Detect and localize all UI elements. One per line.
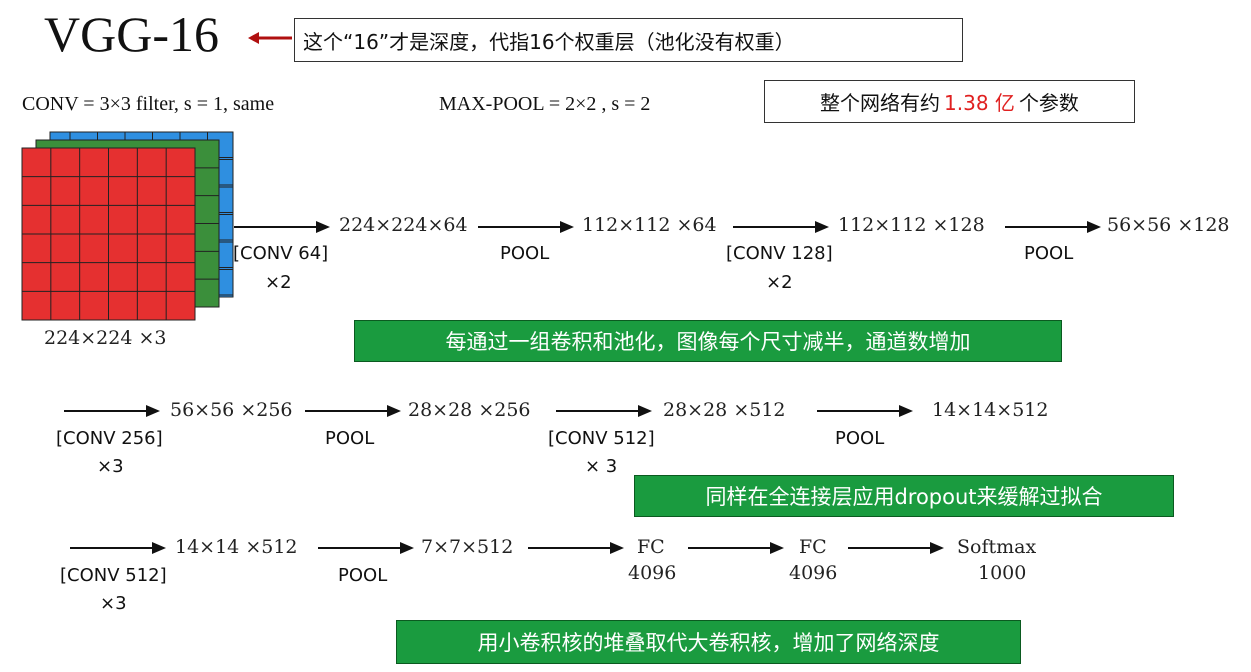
rep-conv512-a: × 3	[585, 456, 618, 477]
fc2-label: FC	[799, 536, 827, 558]
arrow-conv128	[733, 221, 829, 233]
rep-conv256: ×3	[97, 456, 124, 477]
diagram-title: VGG-16	[44, 6, 219, 62]
arrow-pool-3	[305, 405, 401, 417]
op-pool-5: POOL	[338, 565, 388, 586]
dim-56x56x256: 56×56 ×256	[170, 399, 293, 421]
op-conv128: [CONV 128]	[726, 243, 833, 264]
softmax-units: 1000	[978, 562, 1027, 584]
title-pointer-arrow	[248, 32, 292, 44]
rep-conv512-b: ×3	[100, 593, 127, 614]
dim-14x14x512-b: 14×14 ×512	[175, 536, 298, 558]
callout-halving: 每通过一组卷积和池化，图像每个尺寸减半，通道数增加	[354, 320, 1062, 362]
depth-note: 这个“16”才是深度，代指16个权重层（池化没有权重）	[294, 18, 963, 62]
rep-conv64: ×2	[265, 272, 292, 293]
params-value: 1.38 亿	[944, 91, 1015, 115]
dim-28x28x256: 28×28 ×256	[408, 399, 531, 421]
dim-56x56x128: 56×56 ×128	[1107, 214, 1230, 236]
dim-7x7x512: 7×7×512	[421, 536, 514, 558]
op-pool-3: POOL	[325, 428, 375, 449]
op-pool-4: POOL	[835, 428, 885, 449]
arrow-pool-4	[817, 405, 913, 417]
op-conv256: [CONV 256]	[56, 428, 163, 449]
input-image-stack	[21, 131, 234, 321]
callout-small-kernels: 用小卷积核的堆叠取代大卷积核，增加了网络深度	[396, 620, 1021, 664]
arrow-conv256	[64, 405, 160, 417]
rep-conv128: ×2	[766, 272, 793, 293]
callout-dropout: 同样在全连接层应用dropout来缓解过拟合	[634, 475, 1174, 517]
conv-legend: CONV = 3×3 filter, s = 1, same	[22, 93, 275, 115]
op-conv512-b: [CONV 512]	[60, 565, 167, 586]
op-pool-2: POOL	[1024, 243, 1074, 264]
fc2-units: 4096	[789, 562, 838, 584]
dim-14x14x512: 14×14×512	[932, 399, 1049, 421]
dim-224x224x64: 224×224×64	[339, 214, 468, 236]
red-channel	[21, 147, 196, 321]
input-dims: 224×224 ×3	[44, 327, 167, 349]
op-conv512-a: [CONV 512]	[548, 428, 655, 449]
dim-28x28x512: 28×28 ×512	[663, 399, 786, 421]
arrow-conv64	[234, 221, 330, 233]
params-note: 整个网络有约 1.38 亿 个参数	[764, 80, 1135, 123]
arrow-pool-2	[1005, 221, 1101, 233]
arrow-to-softmax	[848, 542, 944, 554]
dim-112x112x128: 112×112 ×128	[838, 214, 985, 236]
op-pool-1: POOL	[500, 243, 550, 264]
arrow-pool-5	[318, 542, 414, 554]
arrow-to-fc2	[688, 542, 784, 554]
op-conv64: [CONV 64]	[233, 243, 329, 264]
params-suffix: 个参数	[1018, 91, 1079, 115]
arrow-pool-1	[478, 221, 574, 233]
fc1-units: 4096	[628, 562, 677, 584]
fc1-label: FC	[637, 536, 665, 558]
arrow-conv512-b	[70, 542, 166, 554]
softmax-label: Softmax	[957, 536, 1037, 558]
dim-112x112x64: 112×112 ×64	[582, 214, 717, 236]
arrow-conv512-a	[556, 405, 652, 417]
pool-legend: MAX-POOL = 2×2 , s = 2	[439, 93, 651, 115]
arrow-to-fc1	[528, 542, 624, 554]
params-prefix: 整个网络有约	[820, 91, 941, 115]
